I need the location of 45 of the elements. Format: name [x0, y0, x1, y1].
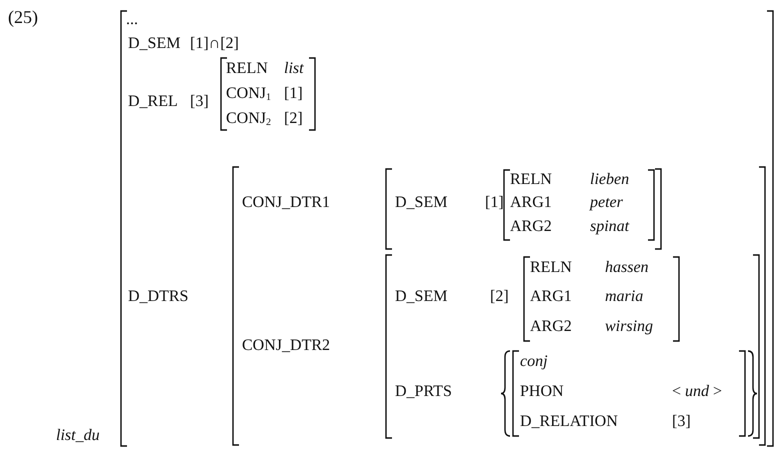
- attribute-value-matrix: [523, 256, 680, 342]
- structure-tag: [2]: [490, 287, 509, 307]
- type-label: list_du: [56, 426, 100, 446]
- feature-label: D_SEM: [395, 287, 448, 307]
- attribute-value-matrix: [220, 57, 316, 131]
- feature-label: D_PRTS: [395, 382, 452, 402]
- attribute-value-matrix: [385, 168, 662, 250]
- feature-label: D_DTRS: [128, 287, 188, 307]
- feature-label: RELN: [226, 59, 268, 79]
- attribute-value-matrix: [500, 350, 758, 437]
- attribute-value-matrix: [385, 254, 760, 439]
- structure-tag: [1]∩[2]: [190, 34, 239, 54]
- feature-label: CONJ$_{2}$: [226, 109, 272, 130]
- feature-label: ARG1: [530, 287, 572, 307]
- feature-label: D_SEM: [128, 34, 180, 54]
- value-label: maria: [605, 287, 644, 307]
- value-label: hassen: [605, 258, 649, 278]
- feature-label: CONJ_DTR1: [242, 193, 330, 213]
- attribute-value-matrix: [232, 166, 766, 446]
- value-label: lieben: [590, 170, 630, 190]
- feature-label: CONJ_DTR2: [242, 336, 330, 356]
- feature-label: D_REL: [128, 92, 178, 112]
- structure-tag: [1]: [485, 193, 504, 213]
- feature-label: PHON: [520, 382, 564, 402]
- value-label: spinat: [590, 217, 630, 237]
- feature-label: ARG1: [510, 193, 552, 213]
- value-label: < und >: [672, 382, 722, 402]
- value-label: peter: [590, 193, 623, 213]
- feature-label: D_SEM: [395, 193, 448, 213]
- feature-label: CONJ$_{1}$: [226, 84, 272, 105]
- structure-tag: [3]: [672, 412, 691, 432]
- value-label: list: [284, 59, 304, 79]
- feature-label: ARG2: [510, 217, 552, 237]
- attribute-value-matrix: [503, 169, 655, 241]
- feature-label: ARG2: [530, 317, 572, 337]
- feature-label: D_RELATION: [520, 412, 618, 432]
- structure-tag: [3]: [190, 92, 209, 112]
- structure-tag: [1]: [284, 84, 303, 104]
- feature-label: RELN: [510, 170, 552, 190]
- ellipsis: ...: [126, 10, 138, 30]
- example-number: (25): [8, 6, 38, 28]
- type-label: conj: [520, 352, 548, 372]
- feature-label: RELN: [530, 258, 572, 278]
- value-label: wirsing: [605, 317, 654, 337]
- structure-tag: [2]: [284, 109, 303, 129]
